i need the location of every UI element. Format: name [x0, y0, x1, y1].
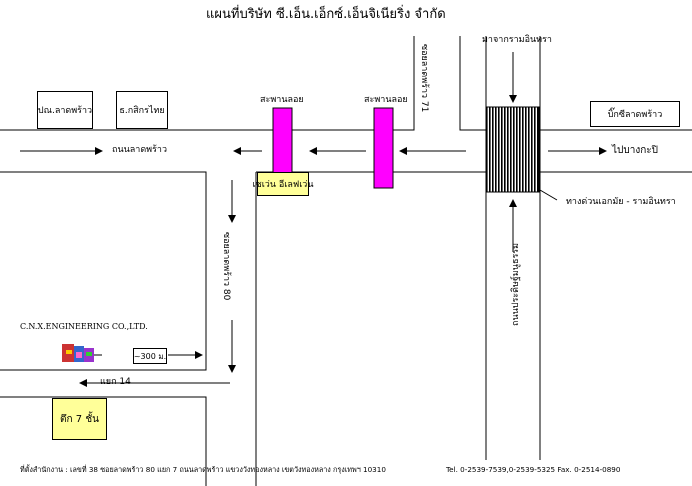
- map-title: แผนที่บริษัท ซี.เอ็น.เอ็กซ์.เอ็นจิเนียริ…: [206, 7, 446, 22]
- distance-box: ~300 ม.: [133, 348, 167, 364]
- seven-eleven-box: เซเว่น อีเลฟเว่น: [253, 172, 314, 196]
- big-c-box: บิ๊กซีลาดพร้าว: [590, 101, 680, 127]
- yaek14-label: แยก 14: [100, 377, 131, 387]
- footbridge-2: [373, 107, 394, 189]
- seven-storey-building-box: ตึก 7 ชั้น: [52, 398, 107, 440]
- company-name: C.N.X.ENGINEERING CO.,LTD.: [20, 322, 148, 331]
- direction-arrows: [20, 52, 607, 387]
- footer-address: ที่ตั้งสำนักงาน : เลขที่ 38 ซอยลาดพร้าว …: [20, 465, 386, 474]
- expressway-block: [486, 106, 540, 193]
- leader-expressway: [539, 189, 558, 201]
- from-ramintra-label: มาจากรามอินทรา: [482, 35, 552, 45]
- soi71-label: ซอยลาดพร้าว 71: [419, 44, 429, 113]
- expressway-label: ทางด่วนเอกมัย - รามอินทรา: [566, 197, 676, 207]
- kbank-box: ธ.กสิกรไทย: [116, 91, 168, 129]
- footer-contact: Tel. 0-2539-7539,0-2539-5325 Fax. 0-2514…: [446, 465, 621, 474]
- soi80-label: ซอยลาดพร้าว 80: [221, 232, 231, 301]
- bridge-label-2: สะพานลอย: [364, 95, 408, 105]
- company-logo-icon: [62, 344, 94, 362]
- bridge-label-1: สะพานลอย: [260, 95, 304, 105]
- post-office-box: ปณ.ลาดพร้าว: [37, 91, 93, 129]
- pradit-label: ถนนประดิษฐ์มนูธรรม: [511, 242, 521, 326]
- ladprao-road-label: ถนนลาดพร้าว: [112, 145, 168, 155]
- to-bangkapi-label: ไปบางกะปิ: [612, 145, 658, 156]
